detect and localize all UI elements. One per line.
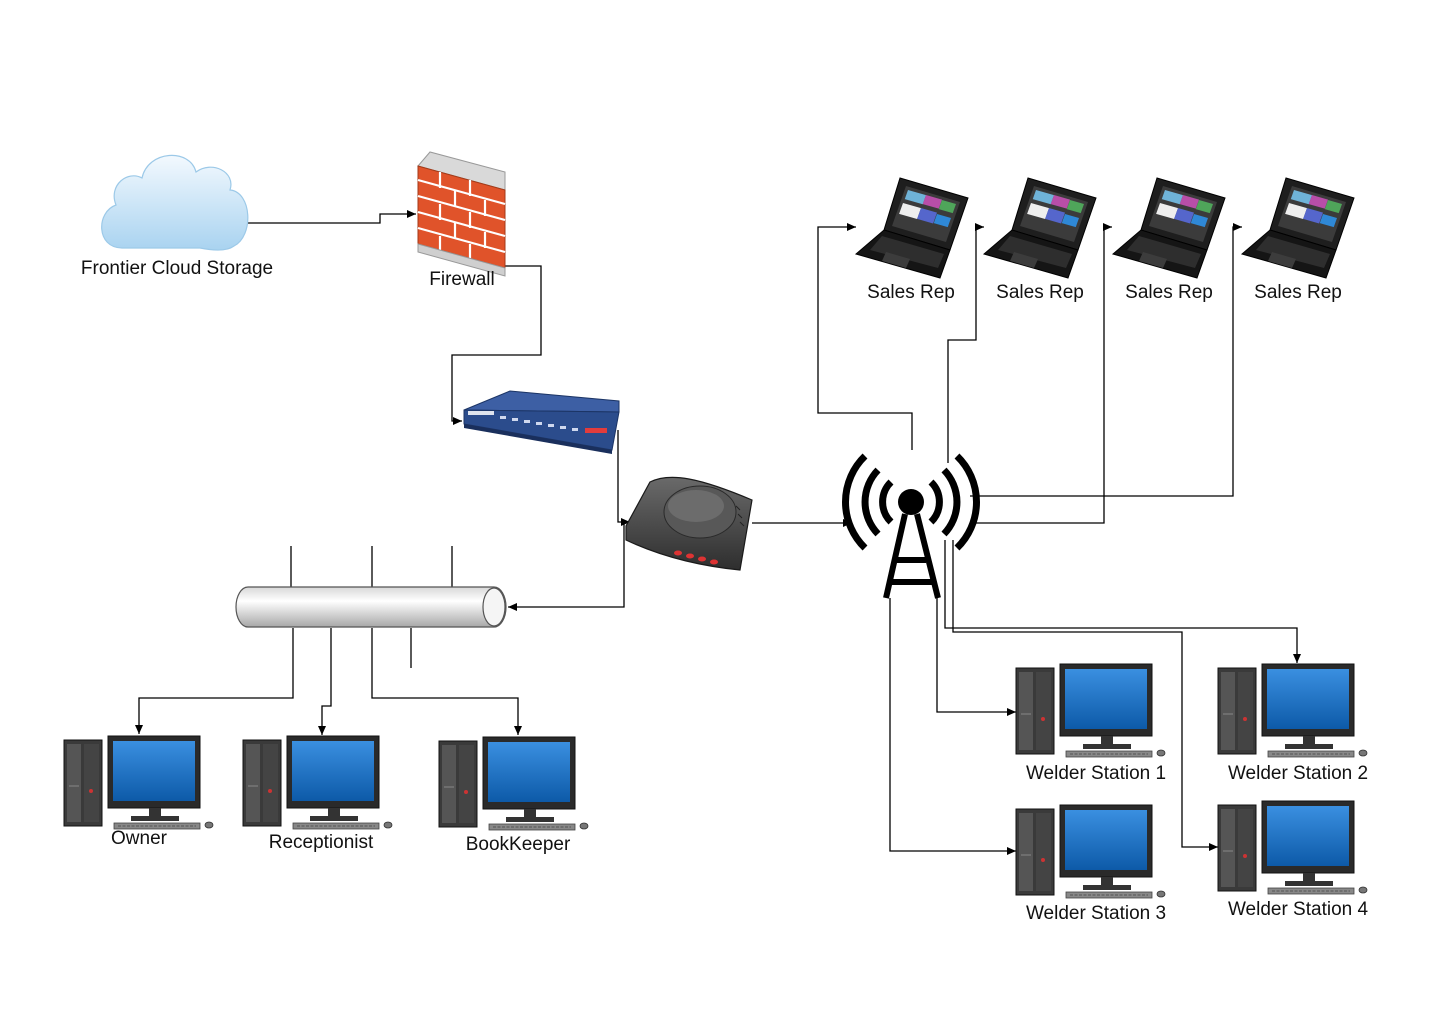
- welder-station-3-label: Welder Station 3: [1025, 903, 1167, 924]
- link-modem-bus: [508, 521, 630, 611]
- router-icon: [463, 390, 620, 454]
- laptop-icon: [1112, 177, 1226, 279]
- desktop-computer-icon: [242, 735, 393, 830]
- link-tower-laptop-4: [970, 223, 1242, 497]
- cloud-label: Frontier Cloud Storage: [80, 258, 274, 279]
- link-bus-bookkeeper: [371, 628, 522, 735]
- welder-station-4-label: Welder Station 4: [1227, 899, 1369, 920]
- laptop-label-1: Sales Rep: [867, 282, 955, 303]
- link-tower-laptop-3: [970, 223, 1112, 524]
- desktop-computer-icon: [63, 735, 214, 830]
- receptionist-label: Receptionist: [268, 832, 374, 853]
- connectors: [135, 210, 1301, 855]
- link-bus-owner: [135, 628, 294, 734]
- bookkeeper-label: BookKeeper: [465, 834, 571, 855]
- modem-icon: [625, 476, 753, 571]
- link-tower-welder-2: [944, 540, 1301, 663]
- firewall-label: Firewall: [429, 269, 495, 290]
- link-firewall-router: [451, 265, 542, 425]
- link-tower-welder-4: [952, 540, 1218, 851]
- owner-label: Owner: [111, 828, 167, 849]
- laptop-icon: [855, 177, 969, 279]
- laptop-icon: [1241, 177, 1355, 279]
- desktop-computer-icon: [438, 736, 589, 831]
- desktop-computer-icon: [1015, 663, 1166, 758]
- cloud-icon: [101, 154, 249, 251]
- link-cloud-firewall: [248, 210, 416, 224]
- network-bus: [235, 586, 507, 628]
- link-tower-laptop-1: [817, 223, 913, 450]
- link-bus-receptionist: [318, 628, 332, 735]
- laptop-label-4: Sales Rep: [1254, 282, 1342, 303]
- link-tower-welder-3: [889, 598, 1016, 855]
- wireless-tower-icon: [842, 453, 980, 599]
- laptop-label-3: Sales Rep: [1125, 282, 1213, 303]
- desktop-computer-icon: [1217, 800, 1368, 895]
- desktop-computer-icon: [1217, 663, 1368, 758]
- laptop-icon: [983, 177, 1097, 279]
- welder-station-2-label: Welder Station 2: [1227, 763, 1369, 784]
- link-tower-welder-1: [936, 598, 1016, 716]
- laptop-label-2: Sales Rep: [996, 282, 1084, 303]
- link-router-modem: [617, 430, 630, 526]
- link-tower-laptop-2: [947, 223, 984, 463]
- firewall-icon: [417, 151, 506, 277]
- desktop-computer-icon: [1015, 804, 1166, 899]
- welder-station-1-label: Welder Station 1: [1025, 763, 1167, 784]
